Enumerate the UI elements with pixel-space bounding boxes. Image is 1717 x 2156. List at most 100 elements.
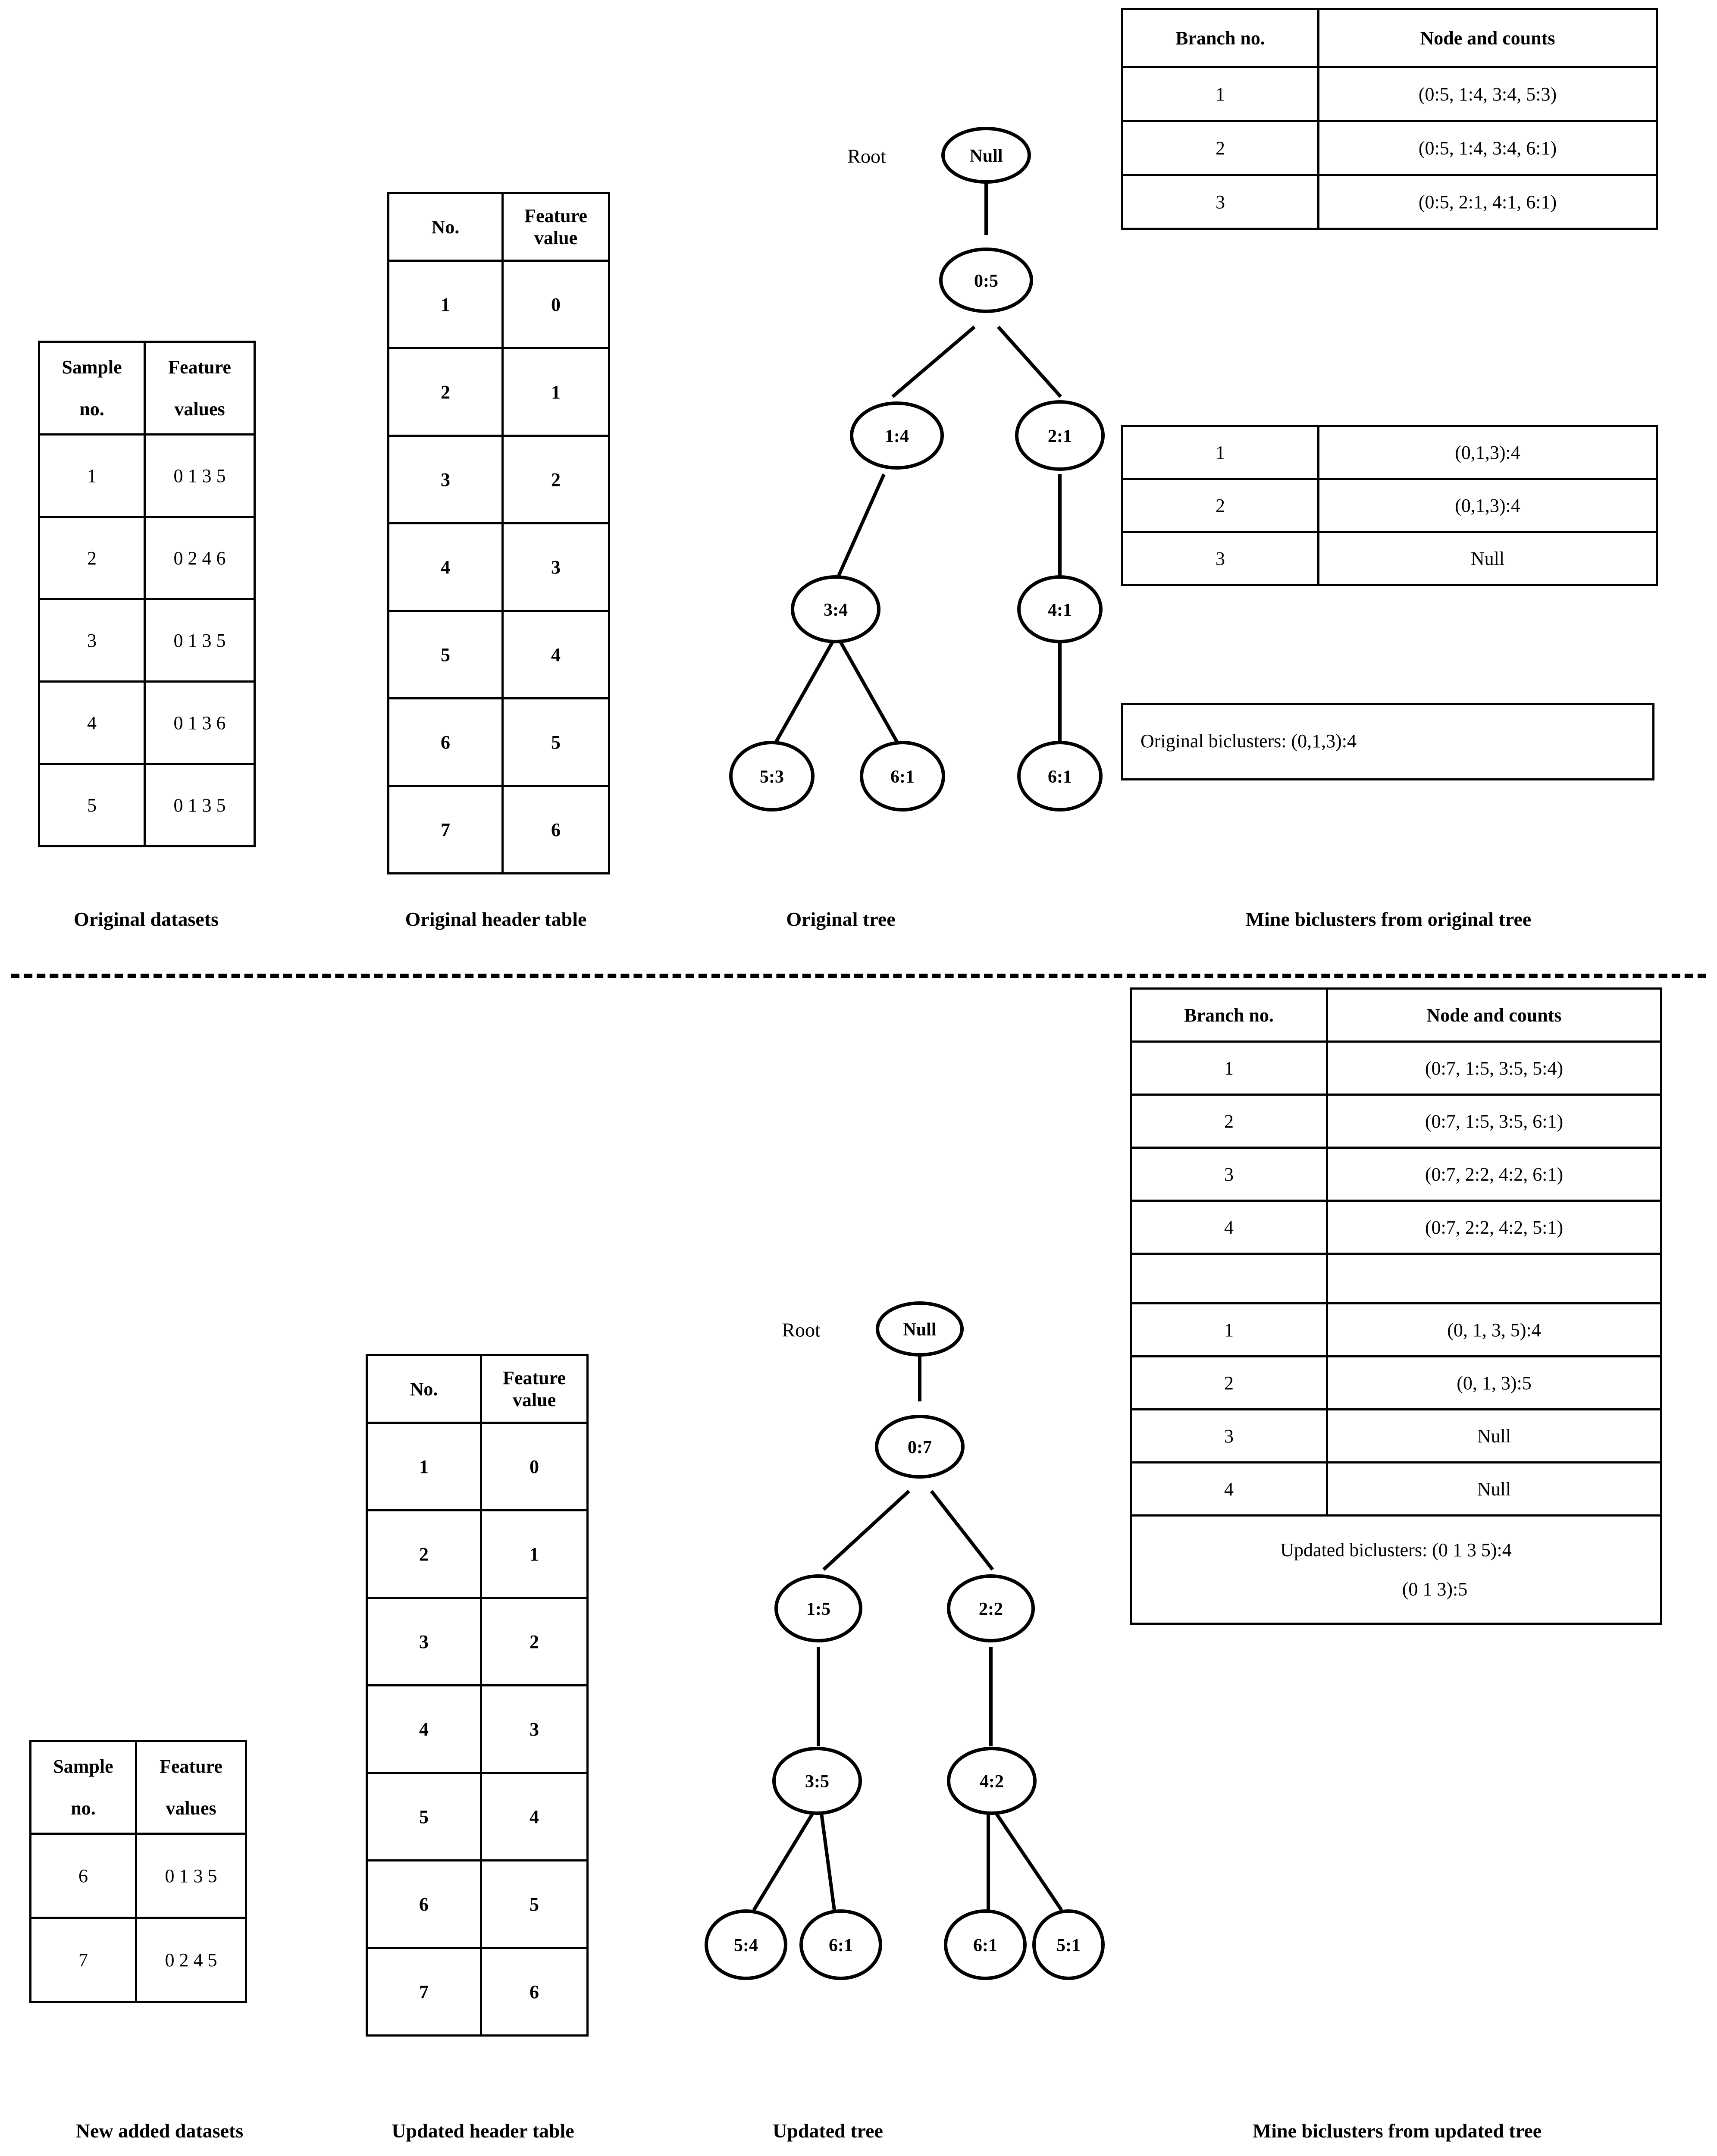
header-line1: Sample xyxy=(53,1756,113,1777)
caption-mine-updated: Mine biclusters from updated tree xyxy=(1252,2120,1542,2142)
header-node-and-counts: Node and counts xyxy=(1317,8,1658,68)
header-no: No. xyxy=(387,192,504,262)
cell-updated-biclusters-summary: Updated biclusters: (0 1 3 5):4 (0 1 3):… xyxy=(1130,1514,1662,1625)
node-n2 xyxy=(1015,400,1105,471)
cell-feature-value: 0 xyxy=(501,260,610,349)
original-branch-grid: Branch no. Node and counts 1 (0:5, 1:4, … xyxy=(1121,8,1658,230)
cell-feature-values: 0 1 3 5 xyxy=(144,598,256,683)
cell-feature-value: 5 xyxy=(501,697,610,787)
cell-feature-value: 2 xyxy=(501,435,610,524)
table-row: 1 0 1 3 5 xyxy=(38,433,256,518)
table-row: 3 2 xyxy=(366,1597,589,1686)
cell-branch-no: 4 xyxy=(1130,1461,1328,1517)
table-row: 2 1 xyxy=(366,1509,589,1599)
new-datasets-grid: Sample no. Feature values 6 0 1 3 5 7 0 … xyxy=(29,1740,247,2003)
cell-bicluster: (0,1,3):4 xyxy=(1317,478,1658,533)
cell-feature-value: 1 xyxy=(480,1509,589,1599)
cell-feature-values: 0 1 3 6 xyxy=(144,680,256,765)
cell-sample-no: 5 xyxy=(38,763,146,847)
node-n6 xyxy=(860,741,945,812)
summary-line-2: (0 1 3):5 xyxy=(1402,1579,1468,1600)
node-root-label: Null xyxy=(969,146,1003,166)
cell-no: 6 xyxy=(366,1859,482,1949)
original-tree: Null 0:5 1:4 2:1 3:4 4:1 5:3 6:1 6:1 Roo… xyxy=(690,127,1121,888)
table-row: 4 0 1 3 6 xyxy=(38,680,256,765)
header-branch-no: Branch no. xyxy=(1121,8,1319,68)
cell-spacer-left xyxy=(1130,1253,1328,1304)
cell-no: 2 xyxy=(366,1509,482,1599)
original-header-table: No. Feature value 1 0 2 1 3 2 4 3 5 4 6 xyxy=(387,192,610,874)
edge-n3-n6 xyxy=(820,1813,836,1911)
node-n4 xyxy=(1017,575,1103,643)
node-n3-label: 3:4 xyxy=(824,600,848,620)
edge-n4-n8 xyxy=(994,1812,1063,1912)
node-n7-label: 6:1 xyxy=(1048,767,1072,787)
table-header-row: Sample no. Feature values xyxy=(38,341,256,436)
tree-nodes xyxy=(729,127,1105,812)
node-n1 xyxy=(774,1574,862,1642)
table-summary-row: Updated biclusters: (0 1 3 5):4 (0 1 3):… xyxy=(1130,1514,1662,1625)
table-header-row: Branch no. Node and counts xyxy=(1130,987,1662,1043)
cell-no: 1 xyxy=(387,260,504,349)
cell-feature-values: 0 1 3 5 xyxy=(135,1833,247,1919)
cell-feature-value: 3 xyxy=(480,1684,589,1774)
cell-branch-no: 1 xyxy=(1121,66,1319,122)
original-header-grid: No. Feature value 1 0 2 1 3 2 4 3 5 4 6 xyxy=(387,192,610,874)
original-bicluster-table: 1 (0,1,3):4 2 (0,1,3):4 3 Null xyxy=(1121,425,1658,586)
cell-node-and-counts: (0:5, 2:1, 4:1, 6:1) xyxy=(1317,174,1658,230)
cell-branch-no: 3 xyxy=(1130,1408,1328,1463)
cell-bicluster: Null xyxy=(1326,1461,1662,1517)
table-row: 2 (0:5, 1:4, 3:4, 6:1) xyxy=(1121,120,1658,176)
node-n4-label: 4:1 xyxy=(1048,600,1072,620)
header-branch-no: Branch no. xyxy=(1130,987,1328,1043)
table-row: 2 (0:7, 1:5, 3:5, 6:1) xyxy=(1130,1094,1662,1149)
node-root xyxy=(941,127,1031,184)
table-row: 4 3 xyxy=(387,522,610,612)
cell-node-and-counts: (0:7, 1:5, 3:5, 6:1) xyxy=(1326,1094,1662,1149)
table-row: 7 6 xyxy=(387,785,610,874)
cell-feature-value: 3 xyxy=(501,522,610,612)
cell-feature-value: 4 xyxy=(501,610,610,699)
cell-spacer-right xyxy=(1326,1253,1662,1304)
header-feature-values: Feature values xyxy=(135,1740,247,1835)
node-n5 xyxy=(729,741,815,812)
table-row: 3 2 xyxy=(387,435,610,524)
updated-branch-table: Branch no. Node and counts 1 (0:7, 1:5, … xyxy=(1130,987,1662,1625)
header-line1: Sample xyxy=(62,357,122,378)
caption-original-header-table: Original header table xyxy=(405,908,587,930)
cell-sample-no: 3 xyxy=(38,598,146,683)
cell-bicluster: (0, 1, 3, 5):4 xyxy=(1326,1302,1662,1357)
cell-node-and-counts: (0:7, 2:2, 4:2, 5:1) xyxy=(1326,1200,1662,1255)
table-row: 5 0 1 3 5 xyxy=(38,763,256,847)
cell-sample-no: 2 xyxy=(38,516,146,600)
cell-branch-no: 3 xyxy=(1130,1147,1328,1202)
cell-feature-value: 0 xyxy=(480,1422,589,1511)
caption-original-datasets: Original datasets xyxy=(73,908,219,930)
node-n0 xyxy=(875,1415,965,1479)
cell-branch-no: 2 xyxy=(1121,478,1319,533)
caption-mine-original: Mine biclusters from original tree xyxy=(1245,908,1532,930)
table-row: 6 5 xyxy=(387,697,610,787)
header-node-and-counts: Node and counts xyxy=(1326,987,1662,1043)
cell-node-and-counts: (0:7, 1:5, 3:5, 5:4) xyxy=(1326,1040,1662,1096)
edge-n0-n2 xyxy=(930,1490,994,1571)
header-sample-no: Sample no. xyxy=(29,1740,137,1835)
cell-bicluster: Null xyxy=(1326,1408,1662,1463)
header-line2: value xyxy=(534,227,578,248)
header-line1: Feature xyxy=(503,1367,566,1388)
node-n1-label: 1:4 xyxy=(885,426,909,446)
caption-new-datasets: New added datasets xyxy=(75,2120,244,2142)
table-row: 1 0 xyxy=(387,260,610,349)
edge-n0-n1 xyxy=(891,325,976,398)
node-n6-label: 6:1 xyxy=(829,1936,853,1955)
header-feature-value: Feature value xyxy=(480,1354,589,1424)
table-row: 3 (0:7, 2:2, 4:2, 6:1) xyxy=(1130,1147,1662,1202)
header-sample-no: Sample no. xyxy=(38,341,146,436)
cell-feature-values: 0 1 3 5 xyxy=(144,763,256,847)
header-line2: no. xyxy=(79,398,104,420)
edge-n3-n5 xyxy=(774,642,834,743)
table-row: 2 (0,1,3):4 xyxy=(1121,478,1658,533)
caption-updated-tree: Updated tree xyxy=(773,2120,883,2142)
cell-branch-no: 1 xyxy=(1130,1302,1328,1357)
node-n2-label: 2:2 xyxy=(979,1599,1003,1619)
